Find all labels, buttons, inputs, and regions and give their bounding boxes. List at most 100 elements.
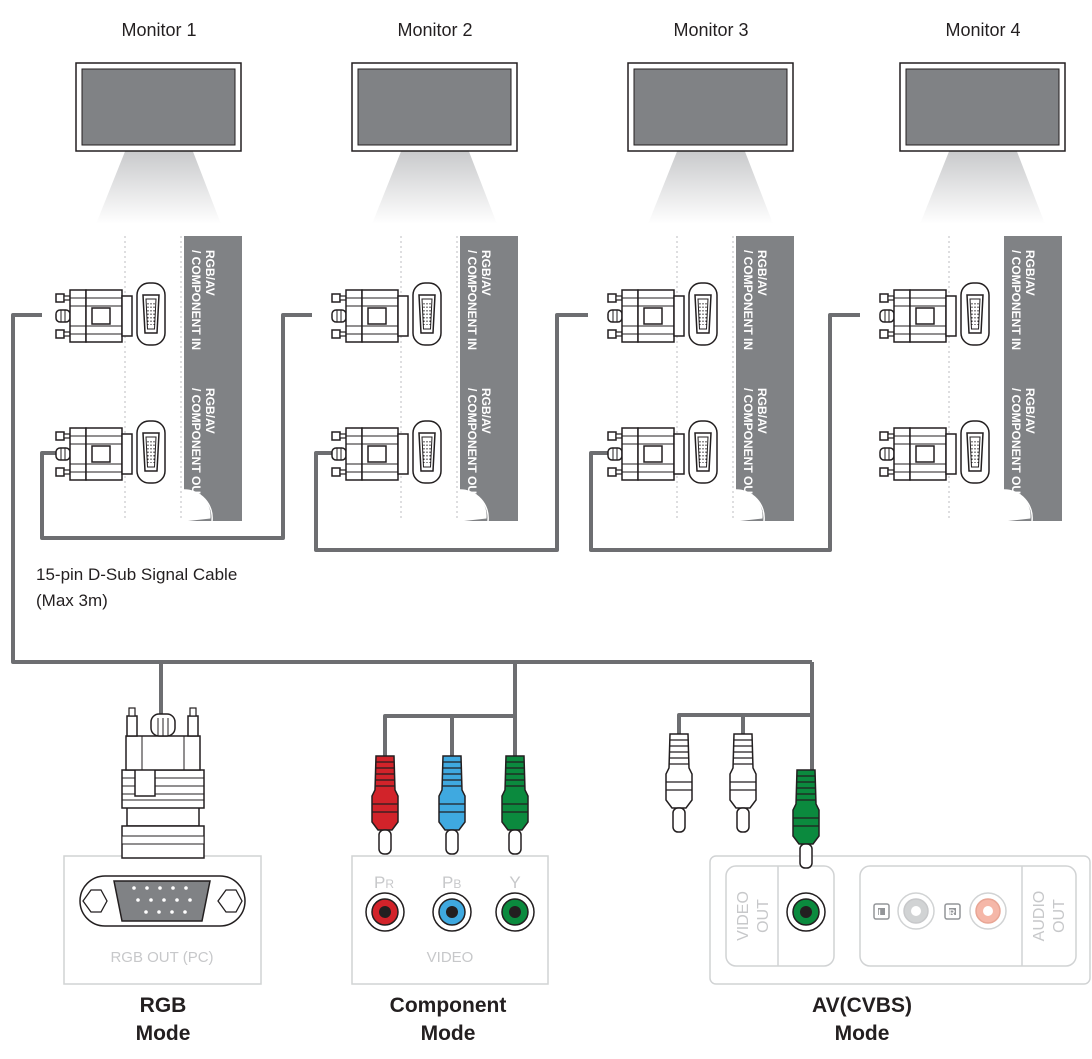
rgb-mode-line1: RGB xyxy=(140,994,187,1017)
cable-av-branch xyxy=(677,662,814,770)
port-label-in-line2: / COMPONENT IN xyxy=(465,250,479,350)
av-audio-left-badge xyxy=(873,903,890,920)
av-audio-left-jack xyxy=(897,892,935,930)
av-video-out-line1: VIDEO xyxy=(735,891,752,941)
cable-m2-out-to-m3-in xyxy=(314,313,588,552)
rgb-pin xyxy=(149,898,153,902)
rear-port-panel xyxy=(184,236,242,521)
port-label-out-line1: RGB/AV xyxy=(755,388,769,434)
component-pb-label: PB xyxy=(442,873,461,892)
monitor-screen xyxy=(905,68,1060,146)
monitor-stand-beam xyxy=(372,149,497,224)
dsub-port-in[interactable] xyxy=(960,282,990,346)
rgb-pin xyxy=(188,898,192,902)
rgb-pin xyxy=(132,886,136,890)
panel-corner-arc xyxy=(735,489,765,522)
av-audio-out-line1: AUDIO xyxy=(1031,891,1048,942)
rear-port-panel xyxy=(1004,236,1062,521)
cable-label-line2: (Max 3m) xyxy=(36,591,108,610)
av-source: VIDEO OUT AUDIO OUT L R xyxy=(665,733,1091,1045)
port-label-out-line2: / COMPONENT OUT xyxy=(1009,388,1023,502)
component-y-jack xyxy=(495,892,535,932)
rgb-out-port xyxy=(79,875,246,927)
port-label-in-line1: RGB/AV xyxy=(755,250,769,296)
rear-port-panel xyxy=(460,236,518,521)
dsub-port-out[interactable] xyxy=(136,420,166,484)
port-label-out-line1: RGB/AV xyxy=(1023,388,1037,434)
component-pr-plug xyxy=(371,755,399,855)
rgb-pin xyxy=(144,910,148,914)
component-y-label: Y xyxy=(509,873,520,892)
port-label-in-line2: / COMPONENT IN xyxy=(1009,250,1023,350)
port-label-in-line1: RGB/AV xyxy=(479,250,493,296)
monitor-screen xyxy=(357,68,512,146)
monitor-label: Monitor 4 xyxy=(945,20,1020,40)
av-mode-line1: AV(CVBS) xyxy=(812,994,912,1017)
dsub-port-in[interactable] xyxy=(136,282,166,346)
port-label-out-line1: RGB/AV xyxy=(203,388,217,434)
component-video-label: VIDEO xyxy=(427,949,474,966)
port-label-in-line1: RGB/AV xyxy=(203,250,217,296)
port-label-out-line2: / COMPONENT OUT xyxy=(465,388,479,502)
signal-cables xyxy=(11,313,860,772)
rgb-pin xyxy=(157,910,161,914)
monitor-label: Monitor 1 xyxy=(121,20,196,40)
component-source: PR PB Y VIDEO Component Mode xyxy=(351,755,549,1045)
dsub-plug-in xyxy=(607,289,685,343)
rgb-pin xyxy=(171,886,175,890)
rear-port-panel xyxy=(736,236,794,521)
rgb-source: RGB OUT (PC) RGB Mode xyxy=(63,707,262,1045)
dsub-plug-out xyxy=(607,427,685,481)
cable-m1-out-to-m2-in xyxy=(40,313,312,540)
av-video-jack xyxy=(786,892,826,932)
rgb-pin xyxy=(184,886,188,890)
dsub-port-out[interactable] xyxy=(412,420,442,484)
component-mode-line1: Component xyxy=(390,994,507,1017)
panel-corner-arc xyxy=(183,489,213,522)
dsub-port-in[interactable] xyxy=(412,282,442,346)
component-y-plug xyxy=(501,755,529,855)
av-video-out-line2: OUT xyxy=(755,899,772,933)
rgb-pin xyxy=(136,898,140,902)
monitor-screen xyxy=(81,68,236,146)
monitor-label: Monitor 3 xyxy=(673,20,748,40)
port-label-in-line1: RGB/AV xyxy=(1023,250,1037,296)
port-label-out-line1: RGB/AV xyxy=(479,388,493,434)
rgb-pin xyxy=(158,886,162,890)
rgb-pin xyxy=(162,898,166,902)
dsub-plug-out xyxy=(55,427,133,481)
dsub-plug-in xyxy=(879,289,957,343)
monitor-stand-beam xyxy=(648,149,773,224)
dsub-port-out[interactable] xyxy=(688,420,718,484)
port-label-out-line2: / COMPONENT OUT xyxy=(741,388,755,502)
component-mode-line2: Mode xyxy=(421,1022,476,1045)
port-label-in-line2: / COMPONENT IN xyxy=(189,250,203,350)
rgb-pin xyxy=(183,910,187,914)
panel-corner-arc xyxy=(1003,489,1033,522)
av-audio-right-badge xyxy=(944,903,961,920)
port-label-out-line2: / COMPONENT OUT xyxy=(189,388,203,502)
monitor-stand-beam xyxy=(96,149,221,224)
dsub-port-out[interactable] xyxy=(960,420,990,484)
component-pr-jack xyxy=(365,892,405,932)
rgb-mode-line2: Mode xyxy=(136,1022,191,1045)
dsub-plug-in xyxy=(55,289,133,343)
av-mode-line2: Mode xyxy=(835,1022,890,1045)
component-pb-jack xyxy=(432,892,472,932)
monitor-label: Monitor 2 xyxy=(397,20,472,40)
cable-source-to-m1-in xyxy=(11,313,812,664)
cable-m3-out-to-m4-in xyxy=(589,313,860,552)
av-video-out-box xyxy=(725,865,835,967)
dsub-plug-out xyxy=(879,427,957,481)
port-label-in-line2: / COMPONENT IN xyxy=(741,250,755,350)
dsub-plug-out xyxy=(331,427,409,481)
av-audio-right-letter: R xyxy=(949,908,956,918)
dsub-port-in[interactable] xyxy=(688,282,718,346)
av-audio-right-jack xyxy=(969,892,1007,930)
cable-label-line1: 15-pin D-Sub Signal Cable xyxy=(36,565,237,584)
monitor-stand-beam xyxy=(920,149,1045,224)
